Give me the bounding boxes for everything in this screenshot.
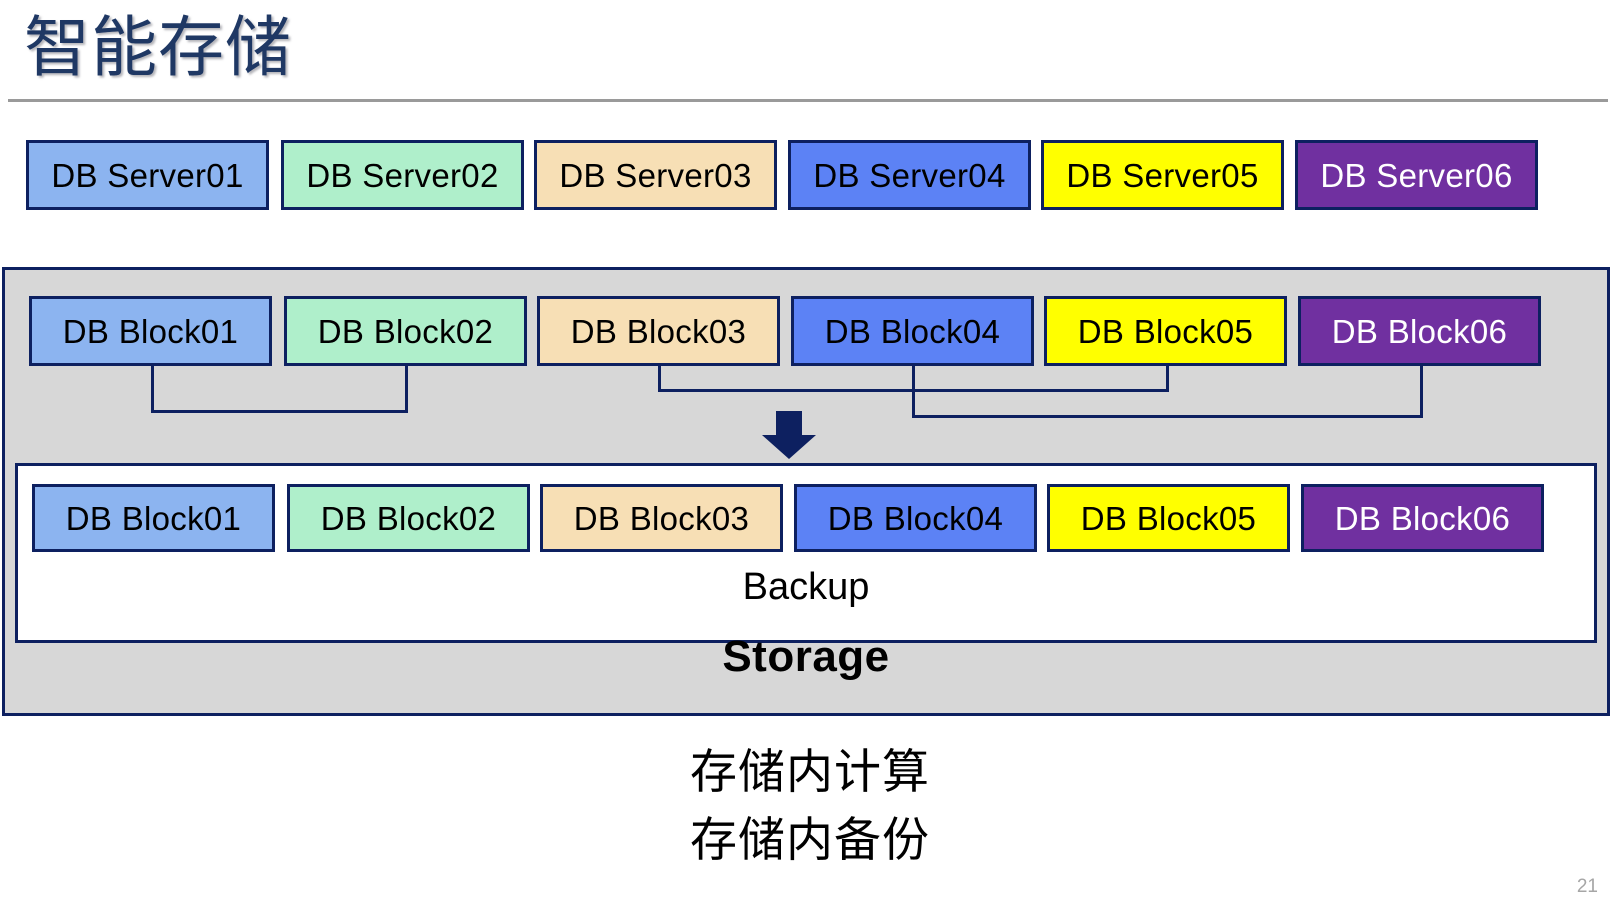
db-block-box-label: DB Block02 [317, 312, 494, 350]
db-block-box-2: DB Block02 [284, 296, 527, 366]
db-server-box-label: DB Server04 [813, 156, 1006, 194]
db-block-box-label: DB Block01 [62, 312, 239, 350]
db-backup-block-box-1: DB Block01 [32, 484, 275, 552]
backup-flow-arrow-icon [762, 411, 816, 459]
storage-container: DB Block01 DB Block02 DB Block03 DB Block04… [2, 267, 1610, 716]
backup-label: Backup [742, 566, 870, 608]
db-server-box-label: DB Server01 [51, 156, 244, 194]
db-block-box-label: DB Block04 [824, 312, 1001, 350]
db-server-box-2: DB Server02 [281, 140, 524, 210]
db-server-box-label: DB Server06 [1320, 156, 1513, 194]
db-block-box-label: DB Block06 [1331, 312, 1508, 350]
db-block-box-3: DB Block03 [537, 296, 780, 366]
connector-block01-block02-left-leg [151, 366, 154, 410]
db-server-box-label: DB Server05 [1066, 156, 1259, 194]
backup-panel: DB Block01 DB Block02 DB Block03 DB Block04… [15, 463, 1597, 643]
db-backup-block-box-5: DB Block05 [1047, 484, 1290, 552]
arrow-shaft [776, 411, 802, 437]
db-backup-block-box-3: DB Block03 [540, 484, 783, 552]
db-server-box-label: DB Server03 [559, 156, 752, 194]
db-backup-block-box-label: DB Block03 [573, 499, 750, 537]
slide-caption: 存储内计算 存储内备份 [0, 738, 1620, 874]
db-backup-block-box-2: DB Block02 [287, 484, 530, 552]
db-backup-block-box-label: DB Block05 [1080, 499, 1257, 537]
connector-block03-block05-right-leg [1166, 366, 1169, 389]
connector-block04-block06-cross-bar [912, 415, 1423, 418]
storage-label: Storage [722, 632, 890, 681]
connector-block01-block02-right-leg [405, 366, 408, 410]
db-backup-block-box-label: DB Block06 [1334, 499, 1511, 537]
db-block-box-4: DB Block04 [791, 296, 1034, 366]
db-backup-block-box-label: DB Block01 [65, 499, 242, 537]
db-server-box-5: DB Server05 [1041, 140, 1284, 210]
caption-line-2: 存储内备份 [690, 813, 930, 866]
caption-line-1: 存储内计算 [690, 745, 930, 798]
db-server-box-6: DB Server06 [1295, 140, 1538, 210]
arrow-head [762, 435, 816, 459]
page-number: 21 [1576, 876, 1598, 897]
db-block-box-1: DB Block01 [29, 296, 272, 366]
db-backup-block-box-6: DB Block06 [1301, 484, 1544, 552]
connector-block03-block05-left-leg [658, 366, 661, 389]
connector-block04-block06-right-leg [1420, 366, 1423, 415]
connector-block01-block02-cross-bar [151, 410, 408, 413]
db-block-box-label: DB Block03 [570, 312, 747, 350]
title-divider [8, 99, 1608, 102]
db-backup-block-box-label: DB Block04 [827, 499, 1004, 537]
db-block-box-label: DB Block05 [1077, 312, 1254, 350]
page-title: 智能存储 [24, 10, 292, 84]
db-server-box-4: DB Server04 [788, 140, 1031, 210]
db-block-box-5: DB Block05 [1044, 296, 1287, 366]
db-backup-block-box-4: DB Block04 [794, 484, 1037, 552]
db-server-box-3: DB Server03 [534, 140, 777, 210]
db-server-box-1: DB Server01 [26, 140, 269, 210]
db-backup-block-box-label: DB Block02 [320, 499, 497, 537]
connector-block04-block06-left-leg [912, 366, 915, 415]
db-server-box-label: DB Server02 [306, 156, 499, 194]
db-block-box-6: DB Block06 [1298, 296, 1541, 366]
